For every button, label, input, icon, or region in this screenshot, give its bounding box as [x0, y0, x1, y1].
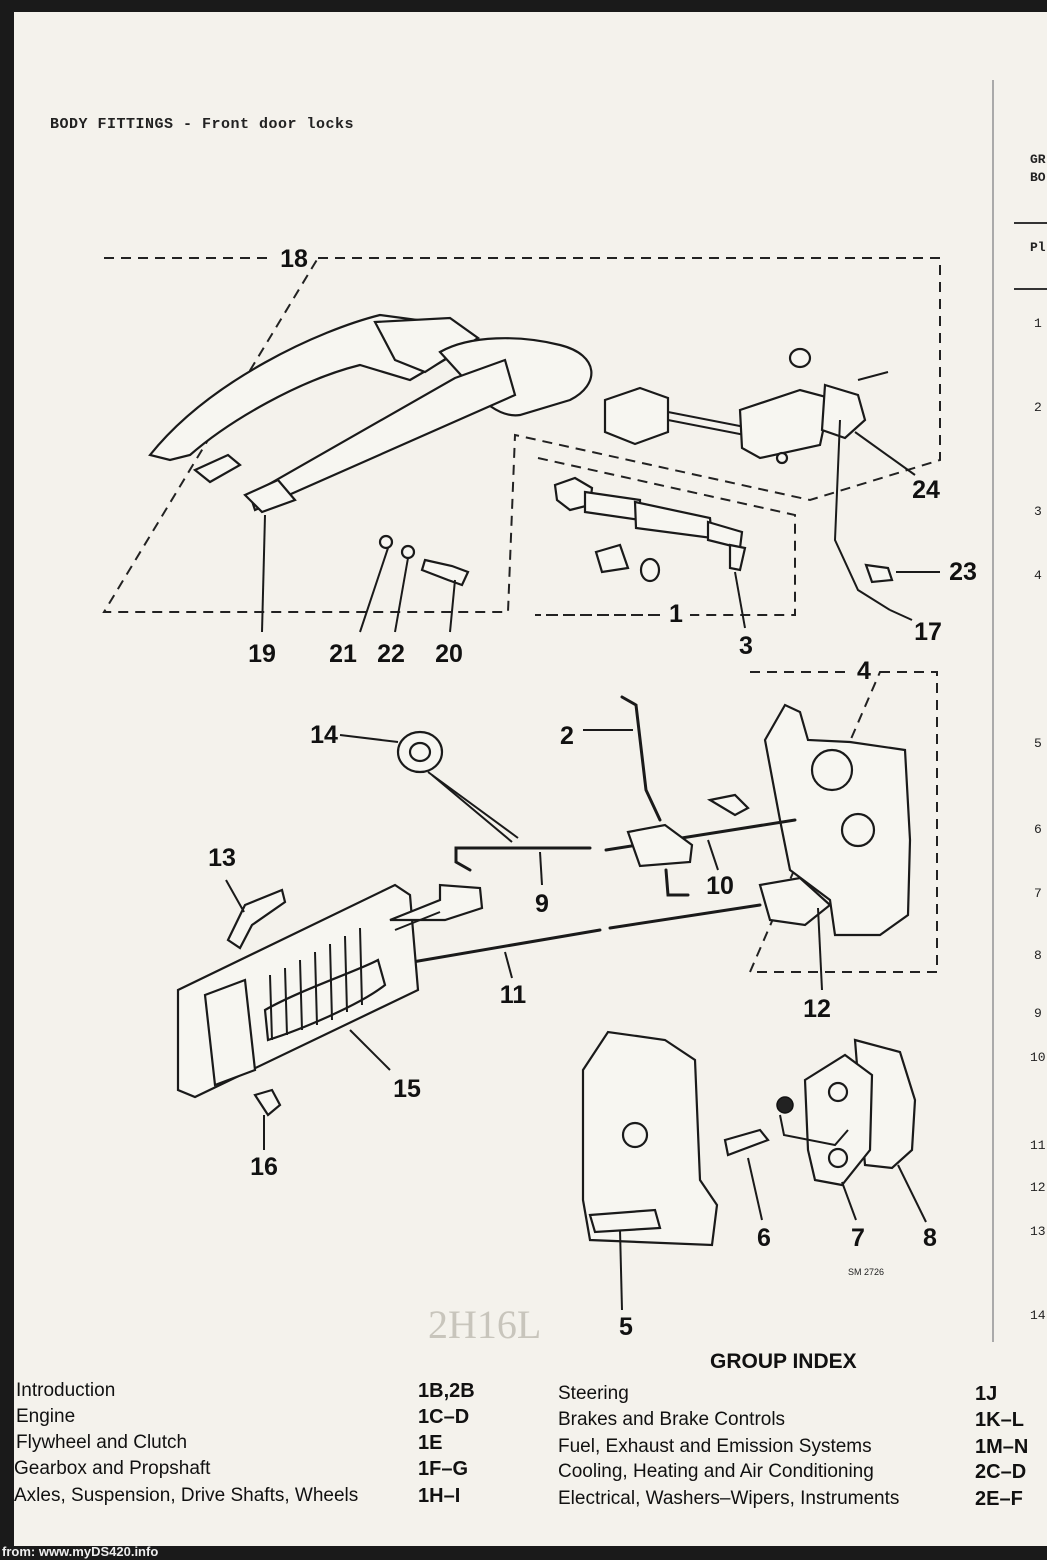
callout-17: 17 — [914, 618, 942, 646]
lock-mechanism — [706, 703, 912, 937]
facing-row: 8 — [1034, 948, 1042, 963]
screw-6 — [723, 1128, 770, 1157]
outside-door-handle — [148, 313, 593, 514]
callout-8: 8 — [923, 1224, 937, 1252]
striker-plate — [581, 1030, 719, 1247]
index-item-label[interactable]: Introduction — [16, 1380, 116, 1401]
washer-22 — [400, 544, 416, 560]
facing-row: 3 — [1034, 504, 1042, 519]
index-item-label[interactable]: Brakes and Brake Controls — [558, 1409, 786, 1430]
callout-1: 1 — [669, 600, 683, 628]
callout-13: 13 — [208, 844, 236, 872]
callout-14: 14 — [310, 721, 338, 749]
facing-row: 13 — [1030, 1224, 1046, 1239]
callout-21: 21 — [329, 640, 357, 668]
callout-24: 24 — [912, 476, 940, 504]
rod-9 — [454, 846, 592, 872]
index-item-code[interactable]: 2C–D — [975, 1461, 1027, 1483]
source-footer: from: www.myDS420.info — [2, 1544, 159, 1559]
facing-row: 1 — [1034, 316, 1042, 331]
callout-5: 5 — [619, 1313, 633, 1341]
callout-20: 20 — [435, 640, 463, 668]
washer-21 — [378, 534, 394, 550]
facing-row: 6 — [1034, 822, 1042, 837]
index-item-label[interactable]: Fuel, Exhaust and Emission Systems — [558, 1436, 872, 1457]
callout-6: 6 — [757, 1224, 771, 1252]
index-item-code[interactable]: 2E–F — [975, 1488, 1023, 1510]
callout-3: 3 — [739, 632, 753, 660]
callout-23: 23 — [949, 558, 977, 586]
leader-lines — [225, 431, 940, 1311]
handwritten-stamp: 2H16L — [428, 1302, 541, 1347]
index-item-label[interactable]: Gearbox and Propshaft — [14, 1458, 211, 1479]
index-item-label[interactable]: Flywheel and Clutch — [16, 1432, 188, 1453]
callout-18: 18 — [280, 245, 308, 273]
rod-11 — [393, 903, 762, 967]
screw-23 — [864, 563, 894, 584]
bracket-13 — [226, 888, 287, 950]
facing-row: 11 — [1030, 1138, 1046, 1153]
index-item-code[interactable]: 1J — [975, 1383, 998, 1405]
callout-15: 15 — [393, 1075, 421, 1103]
index-item-code[interactable]: 1K–L — [975, 1409, 1024, 1431]
striker-7-and-shim-8 — [776, 1038, 917, 1187]
index-item-code[interactable]: 1F–G — [418, 1458, 469, 1480]
callout-12: 12 — [803, 995, 831, 1023]
index-item-label[interactable]: Electrical, Washers–Wipers, Instruments — [558, 1488, 900, 1509]
facing-row: 14 — [1030, 1308, 1046, 1323]
callout-19: 19 — [248, 640, 276, 668]
screw-16 — [253, 1088, 282, 1117]
facing-page-column: GR BO Pl 1 2 3 4 5 6 7 8 9 10 11 12 13 1… — [992, 80, 1047, 1342]
callout-7: 7 — [851, 1224, 865, 1252]
index-item-label[interactable]: Axles, Suspension, Drive Shafts, Wheels — [14, 1485, 359, 1506]
callout-9: 9 — [535, 890, 549, 918]
index-item-label[interactable]: Cooling, Heating and Air Conditioning — [558, 1461, 874, 1482]
callout-2: 2 — [560, 722, 574, 750]
index-item-code[interactable]: 1H–I — [418, 1485, 461, 1507]
callout-11: 11 — [500, 981, 527, 1009]
index-item-code[interactable]: 1E — [418, 1432, 443, 1454]
facing-row: 9 — [1034, 1006, 1042, 1021]
index-item-code[interactable]: 1M–N — [975, 1436, 1029, 1458]
group-box-18 — [102, 257, 941, 613]
facing-row: 7 — [1034, 886, 1042, 901]
rod-clip-10 — [626, 823, 694, 868]
index-item-code[interactable]: 1B,2B — [418, 1380, 475, 1402]
page-title: BODY FITTINGS - Front door locks — [50, 116, 355, 133]
facing-header-line-1: GR — [1030, 152, 1046, 167]
facing-sub-header: Pl — [1030, 240, 1046, 255]
facing-row: 2 — [1034, 400, 1042, 415]
callout-16: 16 — [250, 1153, 278, 1181]
lock-barrel-and-key — [553, 476, 747, 583]
callout-4: 4 — [857, 657, 871, 685]
index-item-label[interactable]: Engine — [16, 1406, 76, 1427]
group-index-title: GROUP INDEX — [710, 1350, 857, 1373]
facing-row: 10 — [1030, 1050, 1046, 1065]
callout-10: 10 — [706, 872, 734, 900]
clip-14 — [396, 730, 519, 843]
facing-row: 5 — [1034, 736, 1042, 751]
facing-header-line-2: BO — [1030, 170, 1046, 185]
facing-row: 12 — [1030, 1180, 1046, 1195]
screw-20 — [420, 558, 470, 587]
callout-22: 22 — [377, 640, 405, 668]
push-button-assembly — [603, 347, 891, 611]
index-item-label[interactable]: Steering — [558, 1383, 629, 1404]
facing-row: 4 — [1034, 568, 1042, 583]
drawing-reference: SM 2726 — [848, 1267, 884, 1277]
rod-2 — [620, 695, 662, 822]
index-item-code[interactable]: 1C–D — [418, 1406, 470, 1428]
inside-handle-assembly — [176, 883, 484, 1099]
